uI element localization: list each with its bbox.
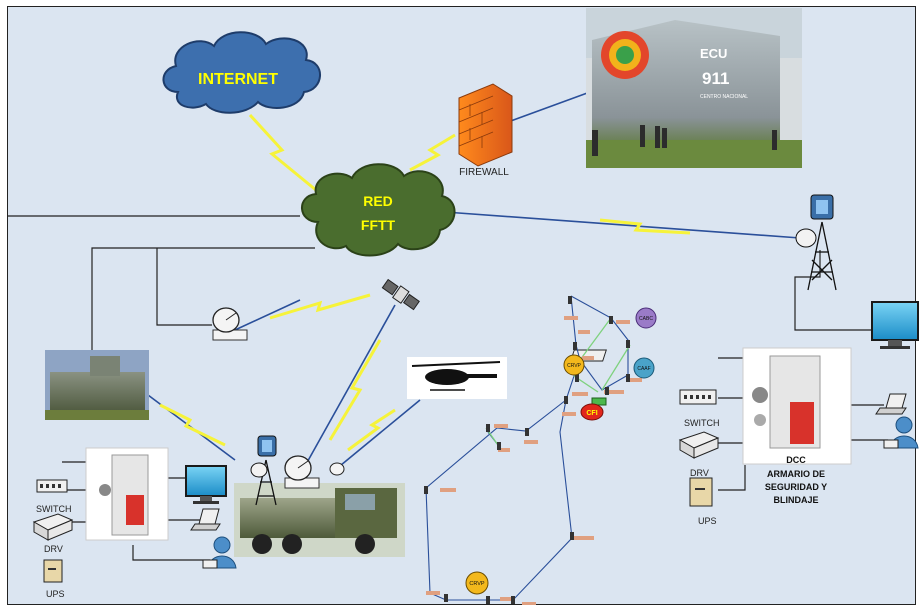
ups-left-label: UPS: [46, 589, 65, 599]
switch-right-label: SWITCH: [684, 418, 720, 428]
radio-link-upper: [570, 295, 629, 391]
radio-link-green-1: [579, 317, 612, 361]
laptop-icon-right: [875, 393, 907, 415]
link-red-dish: [234, 299, 301, 331]
node-crvp-bottom-label: CRVP: [469, 581, 485, 587]
satellite-dish-icon-truck: [284, 455, 320, 489]
wireless-satellite-truck: [328, 339, 382, 441]
wired-link-right-ups: [718, 465, 746, 491]
radio-repeater-nodes: CRVP CABC CAAF CFI CRVP: [465, 307, 657, 595]
switch-left-label: SWITCH: [36, 504, 72, 514]
node-cabc-label: CABC: [639, 316, 653, 322]
radio-link-green-2: [601, 344, 631, 391]
user-icon-right: [883, 416, 919, 449]
node-caaf: CAAF: [633, 357, 655, 379]
dcc-line-3: BLINDAJE: [773, 495, 818, 505]
radio-network: [425, 295, 631, 601]
radio-node-markers: [424, 296, 642, 605]
drv-left-label: DRV: [44, 544, 63, 554]
wireless-firewall-red: [409, 133, 456, 172]
wireless-internet-red: [248, 113, 323, 197]
node-caaf-label: CAAF: [637, 366, 650, 372]
dcc-line-1: ARMARIO DE: [767, 469, 825, 479]
ecu911-building-photo: ECU 911 CENTRO NACIONAL: [586, 8, 802, 168]
fftt-label: FFTT: [361, 217, 396, 233]
building-sign-911: 911: [702, 69, 729, 88]
link-red-tower: [444, 211, 801, 239]
internet-cloud: INTERNET: [162, 31, 321, 114]
wired-link-dish-red: [156, 248, 212, 326]
drv-right-label: DRV: [690, 468, 709, 478]
laptop-icon-left: [190, 508, 221, 531]
military-truck-photo: [234, 483, 405, 557]
red-cloud-shape: [301, 163, 456, 257]
satellite-dish-icon-left: [212, 307, 248, 341]
internet-cloud-shape: [162, 31, 321, 114]
node-cabc: CABC: [635, 307, 657, 329]
right-equipment-group: SWITCH DRV UPS DCC ARMARIO DE SEGURID: [570, 301, 919, 526]
building-sign-ecu: ECU: [700, 46, 727, 61]
internet-label: INTERNET: [198, 71, 278, 88]
left-equipment-group: SWITCH DRV UPS: [32, 447, 237, 599]
wired-link-tower-dcc: [794, 250, 821, 331]
dcc-line-2: SEGURIDAD Y: [765, 482, 827, 492]
node-crvp-bottom: CRVP: [465, 571, 489, 595]
monitor-icon-left: [185, 465, 227, 504]
helicopter-photo: [407, 357, 507, 399]
dcc-cabinet-photo: [742, 347, 852, 465]
monitor-icon-right: [871, 301, 919, 349]
drv-icon-right: [678, 431, 720, 459]
dcc-title: DCC: [786, 455, 806, 465]
tower-icon-right: [807, 221, 837, 291]
red-label: RED: [363, 193, 393, 209]
small-dish-truck: [329, 462, 345, 476]
ups-icon-left: [43, 559, 63, 583]
switch-icon-left-2: [36, 479, 68, 493]
link-satellite-truck: [299, 304, 396, 476]
wireless-shelter-truck: [159, 403, 226, 447]
ups-right-label: UPS: [698, 516, 717, 526]
red-fftt-cloud: RED FFTT: [301, 163, 456, 257]
wireless-red-tower: [599, 218, 691, 235]
node-crvp-top-label: CRVP: [567, 363, 581, 369]
firewall-icon: FIREWALL: [458, 83, 513, 178]
wired-link-shelter-red: [91, 247, 315, 352]
wireless-heli-truck: [347, 408, 396, 452]
switch-icon-right-2: [679, 389, 717, 405]
tower-antenna-right: [795, 194, 834, 248]
node-crvp-top: CRVP: [563, 354, 585, 376]
drv-icon-left: [32, 513, 74, 541]
building-sign-sub: CENTRO NACIONAL: [700, 94, 748, 100]
ups-icon-right: [689, 477, 713, 507]
user-icon-left: [202, 536, 237, 569]
people-in-photo: [592, 125, 777, 156]
shelter-photo: [45, 350, 149, 420]
wireless-links: [159, 113, 691, 452]
node-cfi: CFI: [580, 397, 607, 421]
node-cfi-label: CFI: [586, 410, 597, 417]
wireless-dish-satellite: [269, 293, 371, 320]
firewall-label: FIREWALL: [459, 167, 509, 178]
left-security-cabinet-photo: [85, 447, 169, 541]
link-firewall-building: [507, 91, 591, 123]
satellite-icon: [381, 278, 420, 311]
wired-link-left-cab-user: [132, 545, 210, 561]
link-heli-truck: [334, 399, 421, 471]
tower-antenna-truck: [250, 435, 277, 478]
